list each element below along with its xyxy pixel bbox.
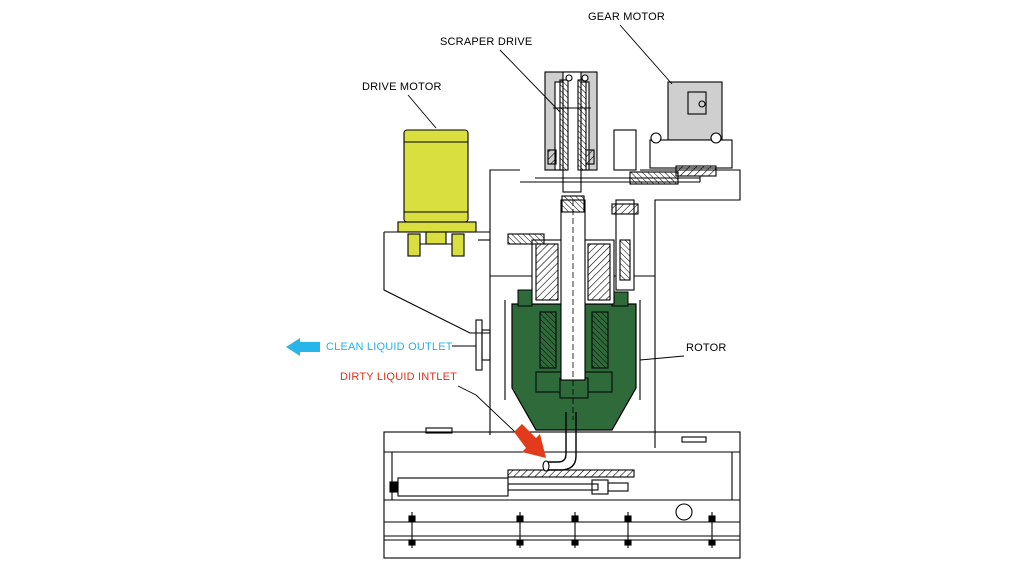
bearing-housing bbox=[507, 195, 615, 472]
label-rotor: ROTOR bbox=[686, 342, 727, 354]
label-drive-motor: DRIVE MOTOR bbox=[362, 81, 442, 93]
gear-motor bbox=[649, 81, 733, 182]
label-clean-liquid-outlet: CLEAN LIQUID OUTLET bbox=[326, 341, 453, 353]
label-scraper-drive: SCRAPER DRIVE bbox=[440, 36, 533, 48]
label-gear-motor: GEAR MOTOR bbox=[588, 11, 665, 23]
dirty-inlet-arrow bbox=[514, 424, 546, 458]
clean-outlet-arrow bbox=[286, 338, 320, 356]
machine-base bbox=[383, 427, 741, 559]
scraper-drive bbox=[535, 71, 700, 291]
label-dirty-liquid-inlet: DIRTY LIQUID INTLET bbox=[340, 371, 458, 383]
flow-arrows bbox=[286, 338, 546, 458]
base-bolts bbox=[408, 512, 716, 548]
drive-motor bbox=[397, 129, 477, 257]
leader-lines bbox=[407, 24, 685, 449]
